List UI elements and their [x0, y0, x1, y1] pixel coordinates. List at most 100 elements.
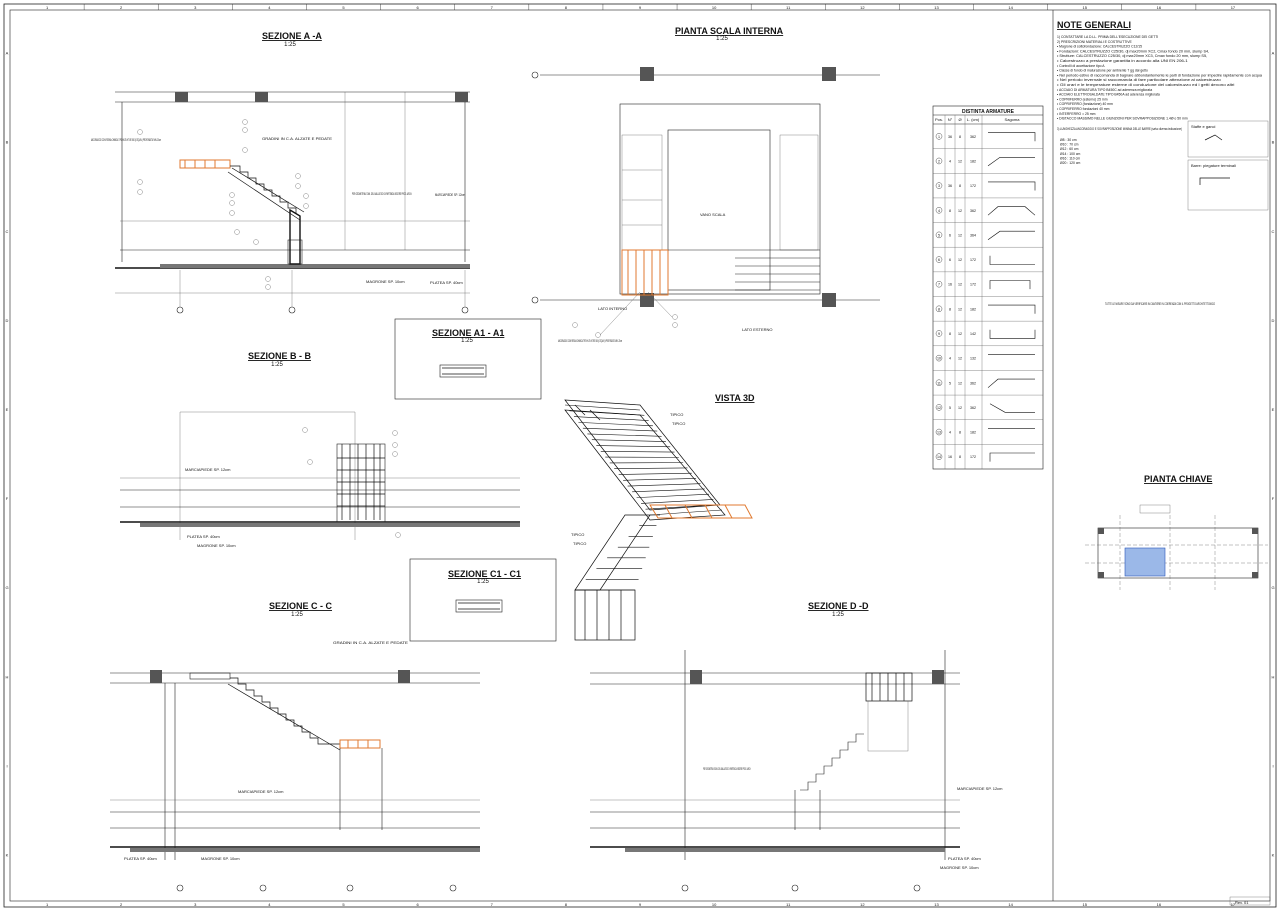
revision-label: Rev. 01 — [1235, 900, 1249, 905]
grid-col-bottom-9: 9 — [639, 902, 642, 907]
notes-line-13: • COPRIFERRO (esterno) 25 mm — [1057, 97, 1108, 101]
grid-row-K: K — [6, 852, 9, 857]
grid-row-right-I: I — [1272, 763, 1273, 768]
schedule-cell-7-3: 172 — [970, 283, 976, 287]
section-a1-scale: 1:25 — [461, 338, 473, 344]
view-3d-tipico-2: TIPICO — [672, 421, 685, 426]
section-cc-scale: 1:25 — [291, 612, 303, 618]
general-notes: NOTE GENERALI 1) CONTATTARE LA D.LL. PRI… — [1053, 16, 1271, 306]
schedule-shape-14 — [990, 453, 1035, 462]
section-cc: SEZIONE C - C 1:25 MARCIAPIEDE SP. 12cm … — [110, 601, 480, 891]
plan-scale: 1:25 — [716, 36, 728, 42]
schedule-h-len: L. (cm) — [967, 117, 980, 122]
schedule-h-pos: Pos. — [935, 117, 943, 122]
grid-column-labels: 1122334455667788991010111112121313141415… — [46, 4, 1236, 907]
grid-col-bottom-6: 6 — [417, 902, 420, 907]
grid-col-bottom-14: 14 — [1008, 902, 1013, 907]
section-bb-marciapiede: MARCIAPIEDE SP. 12cm — [185, 467, 231, 472]
key-plan-title: PIANTA CHIAVE — [1144, 474, 1212, 484]
grid-row-right-C: C — [1272, 229, 1275, 234]
notes-length-3: Ø14 : 100 cm — [1060, 152, 1081, 156]
schedule-shape-7 — [990, 281, 1030, 290]
grid-col-7: 7 — [491, 5, 494, 10]
schedule-cell-4-3: 362 — [970, 209, 976, 213]
schedule-cell-1-3: 362 — [970, 135, 976, 139]
schedule-cell-12-3: 362 — [970, 406, 976, 410]
schedule-shape-11 — [988, 379, 1035, 388]
notes-line-16: • INTERFERRO = 25 mm — [1057, 112, 1096, 116]
notes-line-15: • COPRIFERRO fondazioni 40 mm — [1057, 107, 1110, 111]
notes-length-5: Ø20 : 120 cm — [1060, 161, 1081, 165]
schedule-cell-3-1: 36 — [948, 184, 952, 188]
section-aa-magrone: MAGRONE SP. 10cm — [366, 279, 405, 284]
view-3d-tipico-1: TIPICO — [670, 412, 683, 417]
schedule-cell-10-0: 10 — [937, 357, 941, 361]
schedule-cell-3-3: 172 — [970, 184, 976, 188]
section-a1: SEZIONE A1 - A1 1:25 — [395, 319, 541, 399]
schedule-cell-12-1: 5 — [949, 406, 951, 410]
notes-box-piegature: Barre: piegature terminali — [1191, 163, 1236, 168]
schedule-cell-5-3: 364 — [970, 233, 976, 237]
section-aa-platea: PLATEA SP. 40cm — [430, 280, 463, 285]
key-plan: PIANTA CHIAVE — [1085, 474, 1268, 590]
schedule-cell-4-2: 12 — [958, 209, 962, 213]
notes-length-0: Ø8 : 30 cm — [1060, 138, 1077, 142]
section-aa-marciapiede: MARCIAPIEDE SP. 12cm — [435, 192, 465, 197]
schedule-cell-2-2: 12 — [958, 159, 962, 163]
key-plan-highlight — [1125, 548, 1165, 576]
notes-line-6: • Controlli di accettazione tipo A — [1057, 64, 1105, 68]
grid-row-right-E: E — [1272, 407, 1275, 412]
schedule-cell-8-1: 8 — [949, 307, 951, 311]
inner-border — [10, 10, 1270, 901]
grid-row-B: B — [6, 140, 9, 145]
notes-line-2: • Magrone di sottofondazione: CALCESTRUZ… — [1057, 45, 1142, 49]
section-aa-geom-note: PER GEOMETRIA E DIM. DEL BALLATOIO DI PA… — [352, 191, 412, 196]
section-aa-title: SEZIONE A -A — [262, 31, 322, 41]
grid-col-14: 14 — [1008, 5, 1013, 10]
schedule-cell-11-1: 5 — [949, 381, 951, 385]
grid-col-15: 15 — [1082, 5, 1087, 10]
view-3d: VISTA 3D TIPICO TIPICO TIPICO TIPICO — [565, 393, 755, 640]
grid-col-bottom-10: 10 — [712, 902, 717, 907]
notes-line-14: • COPRIFERRO (fondazione) 40 mm — [1057, 102, 1113, 106]
grid-row-right-A: A — [1272, 51, 1275, 56]
section-aa-anchor-note: ANCORAGGIO CON RESINA CHIMICA TIPO HILTI… — [91, 137, 161, 142]
schedule-h-diam: Ø — [958, 117, 961, 122]
schedule-cell-8-0: 8 — [938, 307, 940, 311]
plan-title: PIANTA SCALA INTERNA — [675, 26, 784, 36]
grid-row-right-G: G — [1271, 585, 1274, 590]
schedule-cell-5-1: 6 — [949, 233, 951, 237]
section-c1: SEZIONE C1 - C1 1:25 — [410, 559, 556, 641]
section-dd-marciapiede: MARCIAPIEDE SP. 12cm — [957, 786, 1003, 791]
grid-col-3: 3 — [194, 5, 197, 10]
section-dd-magrone: MAGRONE SP. 10cm — [940, 865, 979, 870]
notes-line-3: • Fondazioni: CALCESTRUZZO C25/30, dj ma… — [1057, 49, 1209, 53]
schedule-cell-10-1: 4 — [949, 357, 951, 361]
schedule-cell-1-1: 36 — [948, 135, 952, 139]
grid-col-bottom-15: 15 — [1082, 902, 1087, 907]
notes-lines: 1) CONTATTARE LA D.LL. PRIMA DELL'ESECUZ… — [1057, 35, 1262, 121]
notes-line-7: • Classe di fondo di maturazione per amb… — [1057, 69, 1148, 73]
notes-line-17: • DISTACCO MASSIMO NELLE GIUNZIONI PER S… — [1057, 117, 1188, 121]
schedule-cell-6-3: 172 — [970, 258, 976, 262]
plan-lato-esterno: LATO ESTERNO — [742, 327, 773, 332]
grid-col-2: 2 — [120, 5, 123, 10]
section-bb-platea: PLATEA SP. 40cm — [187, 534, 220, 539]
schedule-cell-14-3: 172 — [970, 455, 976, 459]
section-cc-gradini-note: GRADINI IN C.A. ALZATE E PEDATE — [333, 640, 408, 645]
schedule-cell-2-3: 182 — [970, 159, 976, 163]
section-cc-platea: PLATEA SP. 40cm — [124, 856, 157, 861]
schedule-cell-11-3: 362 — [970, 381, 976, 385]
grid-col-12: 12 — [860, 5, 865, 10]
section-aa: SEZIONE A -A 1:25 — [91, 31, 470, 313]
grid-col-11: 11 — [786, 5, 791, 10]
grid-col-4: 4 — [268, 5, 271, 10]
schedule-shape-8 — [988, 305, 1035, 314]
schedule-cell-8-2: 12 — [958, 307, 962, 311]
schedule-cell-13-1: 4 — [949, 431, 951, 435]
schedule-title: DISTINTA ARMATURE — [962, 109, 1015, 115]
grid-col-16: 16 — [1157, 5, 1162, 10]
notes-line-8: • Nel periodo estivo di raccomanda di ba… — [1057, 73, 1262, 77]
